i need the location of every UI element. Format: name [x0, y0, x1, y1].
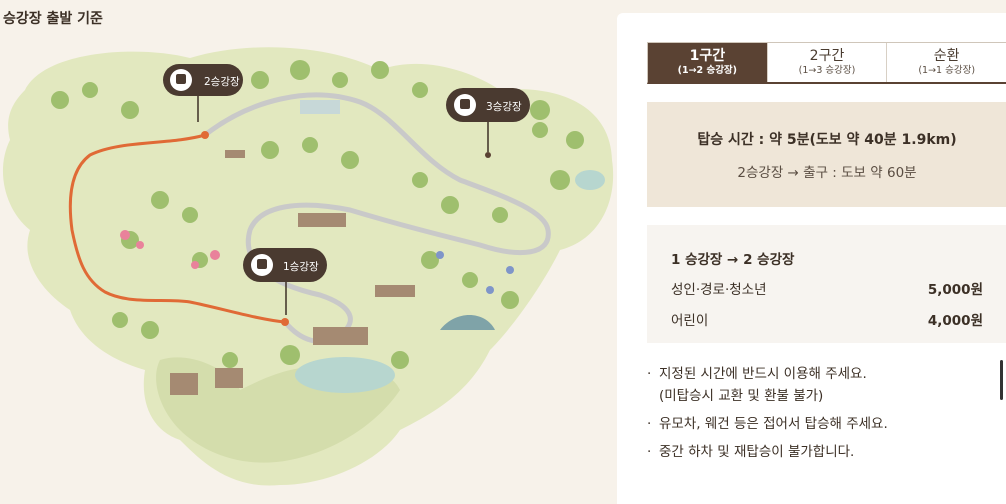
stop-marker-1: 1승강장 [243, 248, 327, 315]
section-tabs: 1구간 (1→2 승강장) 2구간 (1→3 승강장) 순환 (1→1 승강장) [647, 42, 1006, 84]
flowers-blue [436, 251, 514, 294]
fare-route: 1 승강장 → 2 승강장 [671, 252, 795, 268]
tab-section-2-sub: (1→3 승강장) [798, 65, 856, 76]
trees [51, 60, 584, 369]
fare-label-adult: 성인·경로·청소년 [671, 282, 767, 298]
stop-marker-3: 3승강장 [446, 88, 530, 152]
buildings [170, 100, 415, 395]
scrollbar[interactable] [1000, 360, 1003, 400]
stop-dot-1 [281, 318, 289, 326]
notice-item: 중간 하차 및 재탑승이 불가합니다. [647, 441, 1006, 463]
pond [295, 357, 395, 393]
route-line [68, 133, 287, 324]
fare-label-child: 어린이 [671, 313, 709, 329]
train-route-map: 2승강장 3승강장 1승강장 [2, 47, 614, 486]
tab-section-1-sub: (1→2 승강장) [677, 65, 738, 76]
train-track [202, 92, 551, 344]
notice-list: 지정된 시간에 반드시 이용해 주세요. (미탑승시 교환 및 환불 불가) 유… [647, 363, 1006, 469]
fare-row-adult: 성인·경로·청소년 5,000원 [671, 278, 983, 298]
tab-section-2[interactable]: 2구간 (1→3 승강장) [768, 43, 888, 82]
ride-info-box: 탑승 시간 : 약 5분(도보 약 40분 1.9km) 2승강장 → 출구 :… [647, 102, 1006, 207]
notice-text-2: 유모차, 웨건 등은 접어서 탑승해 주세요. [659, 416, 888, 432]
notice-item: 지정된 시간에 반드시 이용해 주세요. (미탑승시 교환 및 환불 불가) [647, 363, 1006, 407]
map-title: 승강장 출발 기준 [3, 11, 103, 27]
tab-loop-label: 순환 [933, 48, 960, 64]
stop-dot-3 [485, 152, 491, 158]
tab-loop[interactable]: 순환 (1→1 승강장) [887, 43, 1006, 82]
fare-price-adult: 5,000원 [927, 282, 983, 298]
flowers [120, 230, 220, 269]
notice-item: 유모차, 웨건 등은 접어서 탑승해 주세요. [647, 413, 1006, 435]
notice-text-1-sub: (미탑승시 교환 및 환불 불가) [659, 388, 824, 404]
tab-loop-sub: (1→1 승강장) [918, 65, 976, 76]
pond-small [575, 170, 605, 190]
stop-label-3: 3승강장 [486, 101, 522, 113]
stop-dot-2 [201, 131, 209, 139]
tab-section-1[interactable]: 1구간 (1→2 승강장) [648, 43, 768, 82]
fare-box: 1 승강장 → 2 승강장 성인·경로·청소년 5,000원 어린이 4,000… [647, 225, 1006, 343]
info-panel: 1구간 (1→2 승강장) 2구간 (1→3 승강장) 순환 (1→1 승강장)… [617, 13, 1006, 504]
stop-marker-2: 2승강장 [163, 64, 243, 122]
ride-time: 탑승 시간 : 약 5분(도보 약 40분 1.9km) [697, 131, 957, 148]
pavilion [440, 315, 495, 330]
fare-row-child: 어린이 4,000원 [671, 309, 983, 329]
stop-label-1: 1승강장 [283, 261, 319, 273]
fare-price-child: 4,000원 [927, 313, 983, 329]
tab-section-1-label: 1구간 [689, 48, 726, 64]
notice-text-3: 중간 하차 및 재탑승이 불가합니다. [659, 444, 855, 460]
stop-label-2: 2승강장 [204, 76, 240, 88]
walk-to-exit: 2승강장 → 출구 : 도보 약 60분 [737, 164, 917, 181]
notice-text-1: 지정된 시간에 반드시 이용해 주세요. [659, 366, 867, 382]
tab-section-2-label: 2구간 [809, 48, 845, 64]
